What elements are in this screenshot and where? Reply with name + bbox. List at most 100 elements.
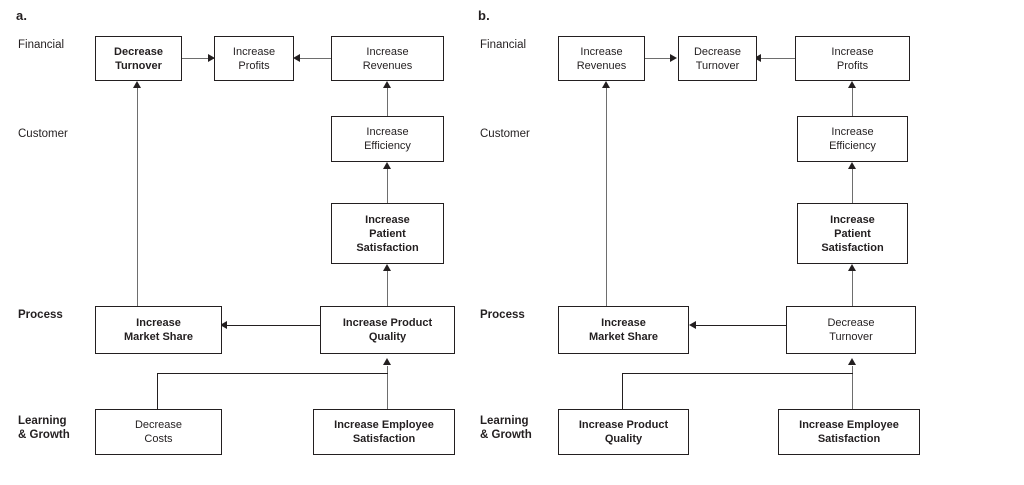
node-a-increase-efficiency[interactable]: Increase Efficiency xyxy=(331,116,444,162)
node-a-employee-satisfaction-line2: Satisfaction xyxy=(352,433,416,445)
node-b-employee-satisfaction-line1: Increase Employee xyxy=(799,419,899,431)
node-b-increase-efficiency-line1: Increase xyxy=(831,126,874,138)
node-a-patient-satisfaction[interactable]: Increase Patient Satisfaction xyxy=(331,203,444,264)
node-b-decrease-turnover[interactable]: Decrease Turnover xyxy=(678,36,757,81)
node-b-market-share-line1: Increase xyxy=(601,317,646,329)
node-b-patient-satisfaction-line2: Patient xyxy=(834,227,871,240)
panel-a-edge-revenues-to-profits-arrow xyxy=(293,54,300,62)
panel-b-edge-profits-to-turnover-line xyxy=(757,58,795,60)
node-a-decrease-costs[interactable]: Decrease Costs xyxy=(95,409,222,455)
panel-b-perspective-learning-line2: & Growth xyxy=(480,429,532,441)
panel-a-edge-patient-to-efficiency-arrow xyxy=(383,162,391,169)
panel-a-edge-efficiency-to-revenues-line xyxy=(387,88,389,116)
panel-b-edge-turnover-to-patient-arrow xyxy=(848,264,856,271)
node-a-increase-revenues[interactable]: Increase Revenues xyxy=(331,36,444,81)
panel-b-edge-efficiency-to-profits-arrow xyxy=(848,81,856,88)
node-a-decrease-turnover[interactable]: Decrease Turnover xyxy=(95,36,182,81)
node-b-decrease-turnover-process[interactable]: Decrease Turnover xyxy=(786,306,916,354)
panel-a-edge-revenues-to-profits-line xyxy=(295,58,331,60)
panel-b-edge-revenues-to-turnover-line xyxy=(645,58,675,60)
panel-a-edge-quality-to-patient-line xyxy=(387,271,389,306)
panel-b-perspective-learning-growth: Learning & Growth xyxy=(480,414,532,442)
panel-a-edge-efficiency-to-revenues-arrow xyxy=(383,81,391,88)
panel-b: b. Financial Customer Process Learning &… xyxy=(470,0,982,485)
node-a-market-share-line1: Increase xyxy=(136,317,181,329)
node-b-product-quality[interactable]: Increase Product Quality xyxy=(558,409,689,455)
panel-b-edge-turnover-to-market-share-arrow xyxy=(689,321,696,329)
node-a-patient-satisfaction-line1: Increase xyxy=(365,213,410,226)
node-b-employee-satisfaction[interactable]: Increase Employee Satisfaction xyxy=(778,409,920,455)
panel-a-perspective-customer: Customer xyxy=(18,128,68,140)
node-a-decrease-turnover-line1: Decrease xyxy=(114,45,163,58)
panel-b-edge-quality-elbow-vertical xyxy=(622,373,624,409)
panel-b-edge-patient-to-efficiency-line xyxy=(852,169,854,203)
node-a-employee-satisfaction[interactable]: Increase Employee Satisfaction xyxy=(313,409,455,455)
node-b-increase-revenues[interactable]: Increase Revenues xyxy=(558,36,645,81)
node-b-increase-efficiency[interactable]: Increase Efficiency xyxy=(797,116,908,162)
node-a-increase-profits-line2: Profits xyxy=(238,59,270,72)
node-a-decrease-costs-line2: Costs xyxy=(144,433,173,445)
panel-b-perspective-process: Process xyxy=(480,309,525,321)
node-b-decrease-turnover-process-line2: Turnover xyxy=(829,331,873,343)
node-b-patient-satisfaction[interactable]: Increase Patient Satisfaction xyxy=(797,203,908,264)
panel-a-edge-market-share-to-decrease-turnover-line xyxy=(137,88,139,306)
panel-b-edge-turnover-to-patient-line xyxy=(852,271,854,306)
node-a-increase-profits[interactable]: Increase Profits xyxy=(214,36,294,81)
node-a-product-quality[interactable]: Increase Product Quality xyxy=(320,306,455,354)
node-b-patient-satisfaction-line3: Satisfaction xyxy=(821,241,884,254)
node-b-decrease-turnover-line1: Decrease xyxy=(693,45,742,58)
panel-a-perspective-process: Process xyxy=(18,309,63,321)
panel-b-letter: b. xyxy=(478,8,490,23)
node-a-increase-efficiency-line2: Efficiency xyxy=(364,140,411,152)
node-b-product-quality-line1: Increase Product xyxy=(578,419,669,431)
panel-b-edge-market-share-to-revenues-arrow xyxy=(602,81,610,88)
panel-a-edge-patient-to-efficiency-line xyxy=(387,169,389,203)
node-a-increase-efficiency-line1: Increase xyxy=(366,126,409,138)
node-a-increase-revenues-line2: Revenues xyxy=(362,59,413,72)
node-b-product-quality-line2: Quality xyxy=(604,433,643,445)
panel-b-edge-employee-to-turnover-line xyxy=(852,366,854,409)
panel-b-edge-profits-to-turnover-arrow xyxy=(754,54,761,62)
node-a-product-quality-line1: Increase Product xyxy=(342,317,433,329)
panel-a-edge-decrease-turnover-to-profits-arrow xyxy=(208,54,215,62)
panel-b-perspective-customer: Customer xyxy=(480,128,530,140)
node-a-market-share[interactable]: Increase Market Share xyxy=(95,306,222,354)
node-a-employee-satisfaction-line1: Increase Employee xyxy=(334,419,434,431)
panel-a-edge-quality-to-market-share-line xyxy=(222,325,320,327)
panel-a: a. Financial Customer Process Learning &… xyxy=(16,8,455,455)
panel-a-edge-costs-elbow-vertical xyxy=(157,373,159,409)
node-b-increase-revenues-line1: Increase xyxy=(580,45,623,58)
panel-b-edge-turnover-to-market-share-line xyxy=(691,325,786,327)
node-b-increase-profits-line2: Profits xyxy=(836,59,869,72)
panel-b-edge-employee-to-turnover-arrow xyxy=(848,358,856,365)
panel-b-edge-quality-elbow-horizontal xyxy=(622,373,853,375)
node-b-increase-efficiency-line2: Efficiency xyxy=(829,140,876,152)
panel-a-edge-quality-to-market-share-arrow xyxy=(220,321,227,329)
panel-a-edge-employee-to-quality-line xyxy=(387,366,389,409)
panel-a-edge-decrease-turnover-to-profits-line xyxy=(182,58,214,60)
panel-b-edge-efficiency-to-profits-line xyxy=(852,88,854,116)
panel-a-perspective-financial: Financial xyxy=(18,39,65,51)
node-b-market-share[interactable]: Increase Market Share xyxy=(558,306,689,354)
node-b-increase-revenues-line2: Revenues xyxy=(576,59,627,72)
node-b-increase-profits[interactable]: Increase Profits xyxy=(795,36,910,81)
panel-a-perspective-learning-line2: & Growth xyxy=(18,429,70,441)
panel-a-perspective-learning-growth: Learning & Growth xyxy=(18,414,70,442)
node-b-employee-satisfaction-line2: Satisfaction xyxy=(817,433,881,445)
node-b-patient-satisfaction-line1: Increase xyxy=(830,213,875,226)
node-a-decrease-costs-line1: Decrease xyxy=(134,419,183,431)
node-a-product-quality-line2: Quality xyxy=(368,331,407,343)
panel-a-edge-costs-elbow-horizontal xyxy=(157,373,388,375)
panel-b-edge-patient-to-efficiency-arrow xyxy=(848,162,856,169)
panel-b-edge-revenues-to-turnover-arrow xyxy=(670,54,677,62)
node-b-decrease-turnover-line2: Turnover xyxy=(695,59,740,72)
node-b-market-share-line2: Market Share xyxy=(588,331,659,343)
node-b-increase-profits-line1: Increase xyxy=(831,45,874,58)
node-a-patient-satisfaction-line3: Satisfaction xyxy=(356,241,419,254)
panel-a-edge-employee-to-quality-arrow xyxy=(383,358,391,365)
node-a-decrease-turnover-line2: Turnover xyxy=(115,59,162,72)
node-a-increase-profits-line1: Increase xyxy=(232,45,276,58)
panel-a-edge-market-share-to-decrease-turnover-arrow xyxy=(133,81,141,88)
panel-a-edge-quality-to-patient-arrow xyxy=(383,264,391,271)
